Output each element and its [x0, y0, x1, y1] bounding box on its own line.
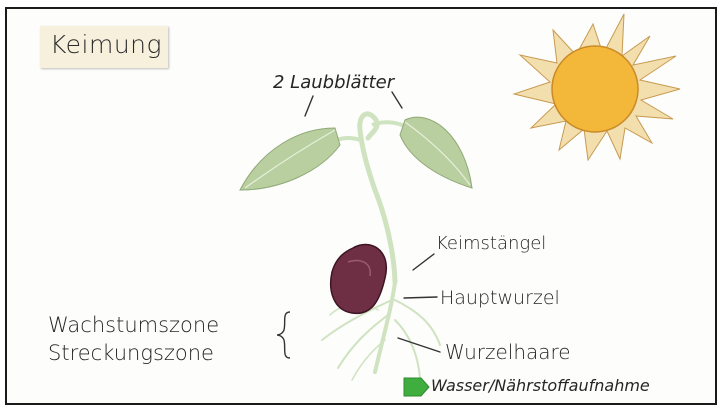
pointer-leaf-left: [305, 96, 313, 116]
leaf-right: [400, 117, 472, 188]
label-water-uptake: Wasser/Nährstoffaufnahme: [431, 376, 650, 395]
label-main-root: Hauptwurzel: [440, 287, 560, 309]
label-leaves: 2 Laubblätter: [273, 72, 394, 93]
green-arrow-icon: [404, 378, 429, 396]
brace-icon: [277, 312, 290, 358]
label-stretch-zone: Streckungszone: [48, 341, 214, 365]
pointer-leaf-right: [392, 92, 402, 108]
bean-seed: [331, 245, 387, 314]
label-root-hairs: Wurzelhaare: [445, 340, 571, 364]
pointer-stem: [413, 254, 434, 270]
sun-icon: [514, 14, 680, 160]
pointer-root-hairs: [398, 338, 440, 352]
leaf-left: [240, 128, 340, 190]
label-growth-zone: Wachstumszone: [48, 313, 219, 337]
pointer-main-root: [404, 297, 437, 298]
label-stem: Keimstängel: [436, 233, 546, 254]
